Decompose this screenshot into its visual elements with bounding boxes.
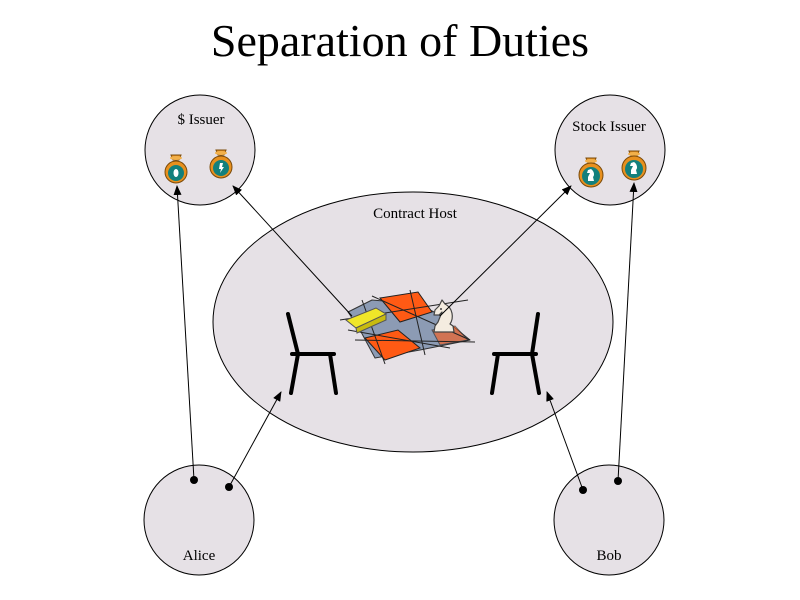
arrow-bob-to-stock-issuer [617, 182, 638, 482]
alice-label: Alice [183, 548, 216, 564]
chess-knight-icon [433, 299, 455, 333]
money-bag-icon [578, 157, 604, 188]
money-bag-icon [164, 154, 188, 184]
arrow-board-to-dollar-issuer [232, 185, 353, 317]
arrow-board-to-stock-issuer [439, 185, 572, 317]
money-bag-icon [209, 149, 233, 179]
alice-node [143, 464, 255, 576]
stock-issuer-label: Stock Issuer [572, 119, 646, 135]
contract-host-label: Contract Host [373, 206, 458, 222]
gold-bar-icon [345, 307, 388, 334]
stock-issuer-node [554, 94, 666, 206]
arrow-alice-to-chair [228, 391, 282, 488]
arrow-bob-to-chair [546, 391, 584, 491]
money-bag-icon [621, 150, 647, 181]
slide-title: Separation of Duties [210, 15, 590, 66]
arrow-alice-to-dollar-issuer [173, 185, 195, 481]
dollar-issuer-label: $ Issuer [177, 112, 224, 128]
chair-icon [286, 312, 338, 395]
chair-icon [490, 312, 541, 395]
bob-label: Bob [596, 548, 621, 564]
